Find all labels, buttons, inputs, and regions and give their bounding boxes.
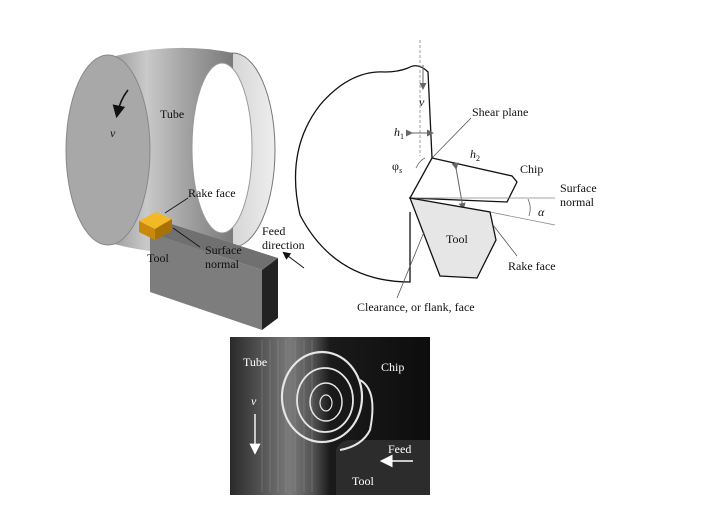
h1-subscript: 1 — [400, 132, 404, 141]
h2-letter: h — [470, 147, 476, 161]
tool-insert-front — [139, 221, 155, 240]
photo-tube-label: Tube — [243, 355, 267, 369]
rake-face-label: Rake face — [188, 186, 236, 200]
feed-direction-arrow — [282, 251, 305, 269]
tool-block-side — [150, 233, 262, 330]
tool-insert-side — [155, 219, 172, 240]
surface-normal-label-line1-right: Surface — [560, 181, 597, 195]
rake-face-leader-right — [492, 224, 518, 257]
surface-normal-label-line1: Surface — [205, 243, 242, 257]
tube-label: Tube — [160, 107, 184, 121]
feed-direction-label-line2: direction — [262, 238, 305, 252]
chip-spiral — [280, 350, 374, 451]
chip-label: Chip — [520, 162, 543, 176]
tube-illustration: Tube v — [65, 47, 276, 254]
shear-plane-line — [431, 117, 472, 159]
tube-front-face — [65, 54, 151, 246]
photo-chip-label: Chip — [381, 360, 404, 374]
surface-normal-label-line2: normal — [205, 257, 240, 271]
tool-insert-top — [139, 212, 172, 229]
photo-velocity-label: v — [251, 394, 257, 408]
h2-subscript: 2 — [476, 154, 480, 163]
h2-label: h2 — [470, 147, 480, 163]
clearance-leader — [396, 231, 425, 299]
clearance-face-label: Clearance, or flank, face — [357, 300, 475, 314]
alpha-arc — [527, 198, 531, 217]
tool-label: Tool — [147, 251, 169, 265]
workpiece-outline — [294, 65, 433, 283]
h1-label: h1 — [394, 125, 404, 141]
shear-plane-label: Shear plane — [472, 105, 528, 119]
alpha-label: α — [538, 205, 545, 219]
tube-streaks — [261, 340, 313, 492]
surface-normal-label-line2-right: normal — [560, 195, 595, 209]
phi-subscript: s — [399, 166, 402, 175]
tube-velocity-label: v — [110, 126, 116, 140]
tool-block-end — [262, 258, 278, 330]
machining-photo: Tube v Chip Feed Tool — [230, 337, 430, 495]
h1-letter: h — [394, 125, 400, 139]
feed-direction-label-line1: Feed — [262, 224, 285, 238]
rake-face-label-right: Rake face — [508, 259, 556, 273]
velocity-label: v — [419, 95, 425, 109]
tool-illustration: Rake face Tool Surface normal Feed direc… — [139, 186, 305, 330]
tool-shape — [408, 197, 497, 279]
phi-label: φs — [392, 159, 402, 175]
phi-angle-arc — [415, 157, 426, 169]
photo-tool — [336, 440, 430, 495]
photo-feed-label: Feed — [388, 442, 411, 456]
phi-letter: φ — [392, 159, 399, 173]
h2-dimension — [451, 162, 466, 210]
rake-face-extension — [489, 211, 556, 226]
chip-shape — [408, 157, 518, 203]
rotation-arrow — [112, 89, 129, 119]
tool-label-right: Tool — [446, 232, 468, 246]
photo-tool-label: Tool — [352, 474, 374, 488]
tube-inner-hole — [191, 62, 253, 234]
rake-face-leader — [164, 197, 189, 214]
surface-normal-leader — [172, 227, 201, 248]
cutting-schematic: v h1 φs Shear plane Chip h2 α Surface no… — [294, 40, 597, 314]
